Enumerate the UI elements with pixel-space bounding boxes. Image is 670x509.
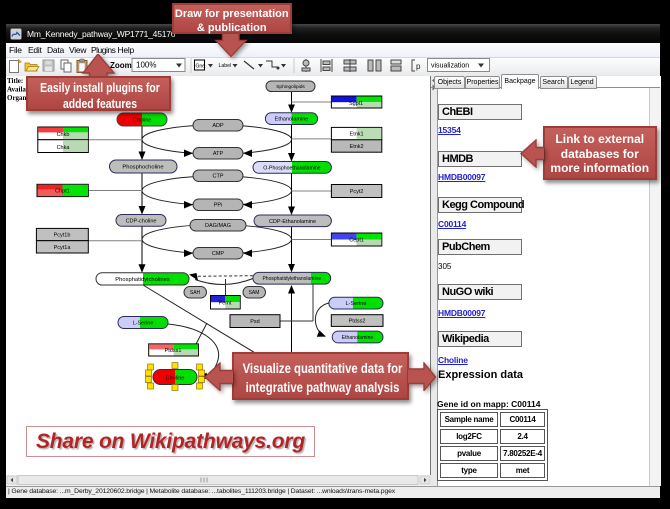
svg-text:PPi: PPi (214, 203, 223, 209)
svg-text:CTP: CTP (213, 174, 224, 180)
svg-text:Title:: Title: (7, 77, 23, 85)
svg-text:SAM: SAM (249, 290, 260, 296)
svg-text:Etnk1: Etnk1 (350, 132, 364, 138)
svg-text:Phosphocholine: Phosphocholine (122, 165, 163, 171)
svg-text:Phosphatidylcholines: Phosphatidylcholines (115, 277, 170, 283)
svg-text:Chka: Chka (57, 145, 71, 151)
svg-text:SAH: SAH (190, 290, 201, 296)
svg-text:p: p (416, 62, 421, 71)
svg-text:O-Phosphoethanolamine: O-Phosphoethanolamine (263, 165, 321, 171)
svg-text:L-Serine: L-Serine (346, 301, 367, 307)
svg-text:visualization: visualization (431, 63, 469, 70)
svg-text:L-Serine: L-Serine (133, 321, 154, 327)
svg-text:Pcyt2: Pcyt2 (350, 189, 364, 195)
svg-text:Pcyt1a: Pcyt1a (54, 245, 72, 251)
svg-text:ADP: ADP (212, 123, 224, 129)
svg-text:CMP: CMP (212, 251, 225, 257)
svg-text:Sphingolipids: Sphingolipids (276, 84, 305, 90)
svg-text:Psd: Psd (250, 319, 259, 325)
svg-text:Chkb: Chkb (57, 132, 70, 138)
svg-text:Etnk2: Etnk2 (350, 144, 364, 150)
svg-text:Chpt1: Chpt1 (55, 189, 70, 195)
svg-text:CDP-choline: CDP-choline (126, 218, 157, 224)
svg-text:Choline: Choline (133, 118, 152, 124)
svg-text:CDP-Ethanolamine: CDP-Ethanolamine (269, 219, 316, 225)
svg-text:Availab: Availab (7, 86, 30, 94)
svg-text:100%: 100% (136, 61, 156, 70)
svg-text:Ptdss1: Ptdss1 (165, 348, 182, 354)
svg-text:Cept1: Cept1 (349, 238, 364, 244)
svg-text:Pcyt1b: Pcyt1b (54, 233, 71, 239)
svg-text:Sgpl1: Sgpl1 (349, 101, 363, 107)
svg-text:Ethanolamine: Ethanolamine (342, 335, 374, 341)
svg-text:Ethanolamine: Ethanolamine (275, 117, 309, 123)
svg-text:Organis: Organis (7, 94, 31, 102)
svg-text:Choline: Choline (166, 376, 185, 382)
svg-text:Zoom:: Zoom: (110, 61, 134, 70)
svg-text:DAG/MAG: DAG/MAG (205, 223, 231, 229)
svg-text:Phosphatidylethanolamine: Phosphatidylethanolamine (262, 276, 321, 282)
svg-text:Gne: Gne (196, 64, 206, 70)
svg-text:Label: Label (219, 63, 232, 69)
svg-text:Ptdss2: Ptdss2 (349, 319, 366, 325)
svg-text:Pemt: Pemt (219, 301, 232, 307)
svg-text:ATP: ATP (213, 151, 224, 157)
